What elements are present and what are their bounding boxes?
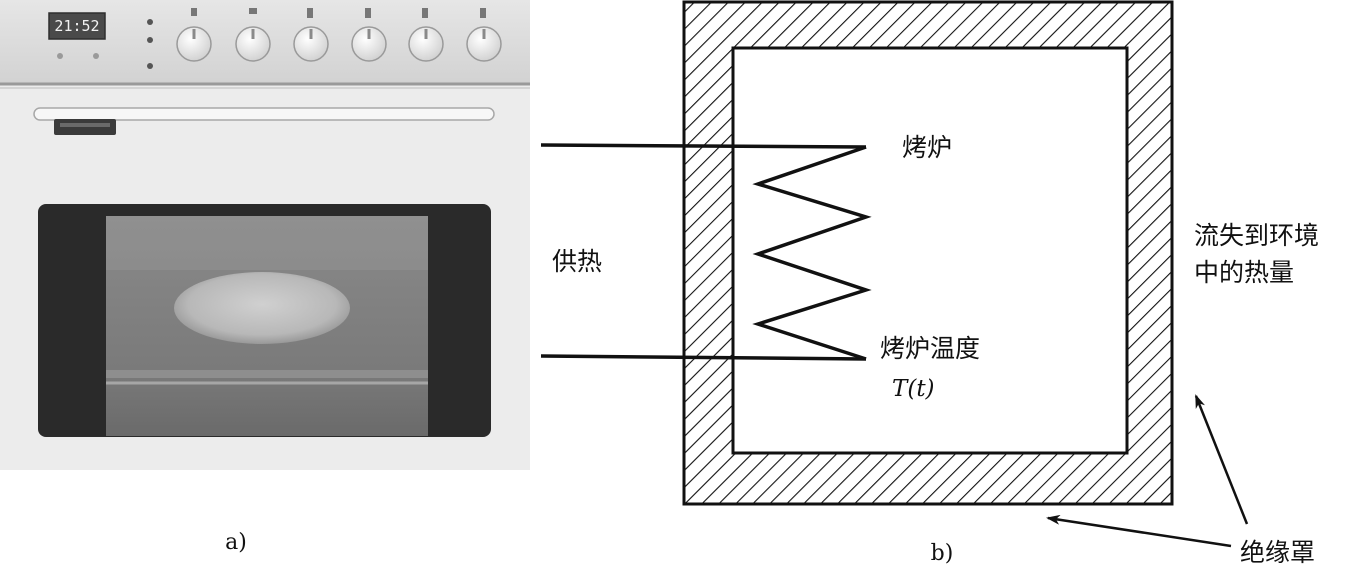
knob: [235, 8, 271, 62]
oven-window: [38, 204, 491, 437]
insulation-arrow: [1046, 514, 1232, 548]
bread-loaf: [174, 272, 350, 344]
knob: [351, 8, 387, 62]
control-knobs: [176, 8, 502, 62]
oven-cavity: [731, 46, 1129, 455]
heat-loss-arrow: [1194, 394, 1249, 525]
clock-button: [93, 53, 99, 59]
oven-rack: [106, 370, 428, 378]
knob: [293, 8, 329, 62]
indicator-light: [147, 19, 153, 25]
oven-temperature-label: 烤炉温度: [880, 334, 980, 363]
door-handle: [33, 107, 495, 135]
oven-temperature-symbol: T(t): [892, 376, 935, 402]
heat-supply-label: 供热: [552, 247, 602, 276]
heat-loss-label-line2: 中的热量: [1194, 258, 1294, 287]
clock-button: [57, 53, 63, 59]
supply-wire-bottom: [540, 354, 867, 361]
oven-photo: 21:52 a): [0, 0, 530, 555]
knob: [408, 8, 444, 62]
schematic-caption: b): [931, 541, 954, 566]
heating-coil: [752, 145, 872, 361]
oven-schematic: 烤炉 烤炉温度 T(t) 供热 流失到环境 中的热量 绝缘罩 b): [540, 0, 1319, 567]
clock-display: [48, 12, 106, 40]
indicator-light: [147, 37, 153, 43]
heat-loss-label-line1: 流失到环境: [1194, 221, 1319, 250]
heater-label: 烤炉: [902, 133, 952, 162]
photo-caption: a): [225, 530, 247, 555]
knob: [466, 8, 502, 62]
insulation-label: 绝缘罩: [1240, 538, 1315, 567]
indicator-light: [147, 63, 153, 69]
knob: [176, 8, 212, 62]
clock-time: 21:52: [54, 17, 99, 35]
supply-wire-top: [540, 143, 867, 149]
